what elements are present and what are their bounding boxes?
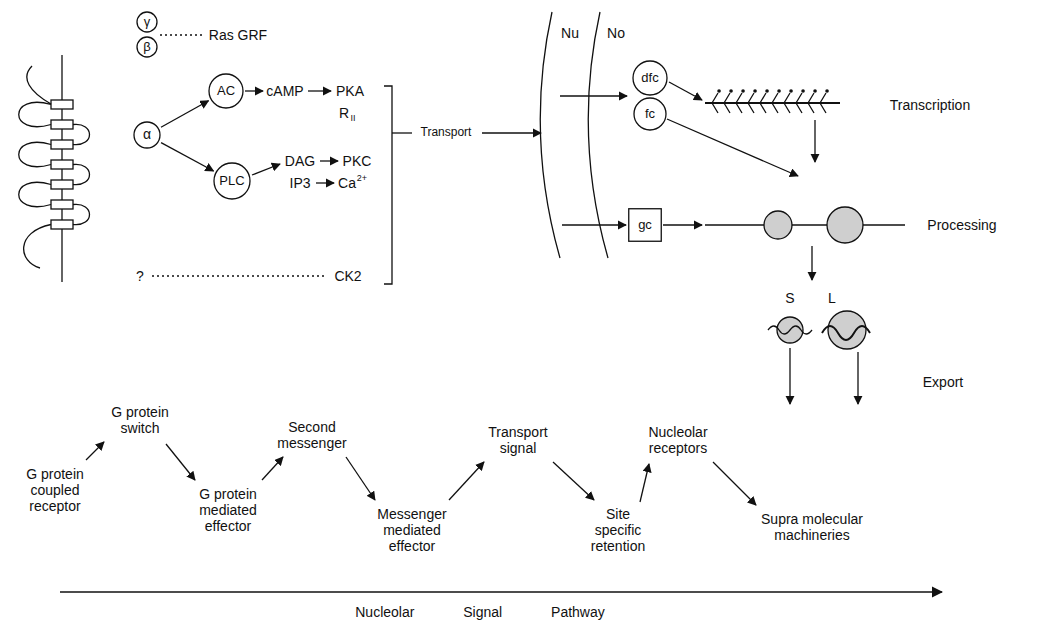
step-arrow	[346, 457, 375, 500]
nucleolar-boundary	[588, 12, 608, 258]
circle-outline	[633, 61, 667, 95]
label-text: Ras GRF	[209, 27, 267, 43]
component-circle: dfc	[632, 60, 668, 96]
arrow	[669, 82, 702, 100]
label-text: PKC	[343, 153, 372, 169]
circle-outline	[137, 12, 157, 32]
node-text: PLC	[219, 174, 244, 188]
box-outline	[629, 209, 662, 242]
circle-outline	[209, 74, 243, 108]
step-arrow	[86, 442, 104, 460]
processing-particle	[827, 207, 863, 243]
node-text: α	[143, 127, 151, 142]
label-text: No	[607, 25, 625, 41]
arrow	[252, 164, 280, 175]
signal-arrow	[161, 143, 213, 171]
component-box: gc	[628, 208, 662, 242]
effector-circle: PLC	[213, 162, 251, 200]
arrow	[320, 160, 338, 161]
node-text: β	[143, 40, 150, 54]
arrow	[482, 132, 541, 133]
signal-arrow	[161, 101, 209, 127]
label-text: Supra molecular machineries	[755, 511, 870, 543]
label-text: Nu	[561, 25, 579, 41]
nuclear-envelope	[540, 12, 560, 258]
rna-wave	[768, 326, 812, 334]
label-text: Export	[923, 374, 963, 390]
circle-outline	[214, 163, 250, 199]
step-arrow	[640, 464, 649, 502]
pathway-axis	[60, 591, 942, 593]
component-circle: fc	[633, 97, 667, 131]
node-text: fc	[645, 107, 655, 121]
node-text: AC	[217, 84, 235, 98]
subunit-circle: β	[136, 36, 158, 58]
step-arrow	[553, 462, 594, 500]
label-text: ?	[136, 268, 144, 284]
label-text: R	[339, 105, 349, 121]
label-text: Transport	[421, 126, 472, 140]
step-arrow	[713, 462, 756, 505]
arrow	[814, 120, 815, 162]
label-text: L	[828, 290, 836, 306]
label-text: DAG	[285, 153, 315, 169]
processing-particle	[764, 211, 792, 239]
receptor-helices	[51, 100, 73, 229]
step-arrow	[262, 457, 283, 480]
transcript-dots	[719, 89, 827, 93]
transport-line	[392, 132, 412, 133]
label-text: S	[785, 290, 794, 306]
node-text: γ	[144, 15, 151, 29]
rrna-line	[705, 224, 905, 226]
label-text: II	[350, 113, 355, 123]
node-text: gc	[638, 218, 652, 232]
label-text: G protein mediated effector	[188, 486, 268, 534]
label-text: PKA	[336, 83, 364, 99]
arrow	[562, 224, 626, 225]
circle-outline	[134, 122, 160, 148]
node-text: dfc	[641, 71, 658, 85]
dotted-link	[160, 34, 204, 35]
circle-outline	[137, 37, 157, 57]
arrow	[667, 119, 798, 176]
bracket	[384, 86, 392, 284]
subunit-circle: γ	[136, 11, 158, 33]
receptor-loops	[19, 66, 90, 268]
subunit-circle: α	[133, 121, 161, 149]
arrow	[245, 90, 263, 91]
label-text: CK2	[334, 268, 361, 284]
effector-circle: AC	[208, 73, 244, 109]
rna-wave	[822, 326, 870, 340]
label-text: Nucleolar Signal Pathway	[355, 604, 605, 620]
arrow	[663, 224, 702, 225]
label-text: Nucleolar receptors	[638, 424, 718, 456]
label-text: Transcription	[890, 97, 970, 113]
arrow	[789, 348, 790, 404]
label-text: Second messenger	[272, 419, 352, 451]
step-arrow	[166, 444, 195, 480]
label-text: Transport signal	[478, 424, 558, 456]
dotted-link	[152, 275, 327, 276]
label-text: Messenger mediated effector	[372, 506, 452, 554]
label-text: G protein switch	[100, 404, 180, 436]
arrow	[308, 90, 331, 91]
circle-outline	[634, 98, 666, 130]
label-text: 2+	[357, 173, 367, 183]
large-subunit	[828, 311, 866, 349]
label-text: cAMP	[266, 83, 303, 99]
arrow	[857, 352, 858, 404]
label-text: G protein coupled receptor	[15, 466, 95, 514]
arrow	[811, 246, 812, 280]
arrow	[316, 182, 334, 183]
label-text: Ca	[338, 175, 356, 191]
arrow	[560, 95, 627, 96]
step-arrow	[449, 462, 484, 500]
label-text: IP3	[289, 175, 310, 191]
label-text: Site specific retention	[584, 506, 652, 554]
label-text: Processing	[927, 217, 996, 233]
transcript-ribs	[712, 93, 826, 113]
